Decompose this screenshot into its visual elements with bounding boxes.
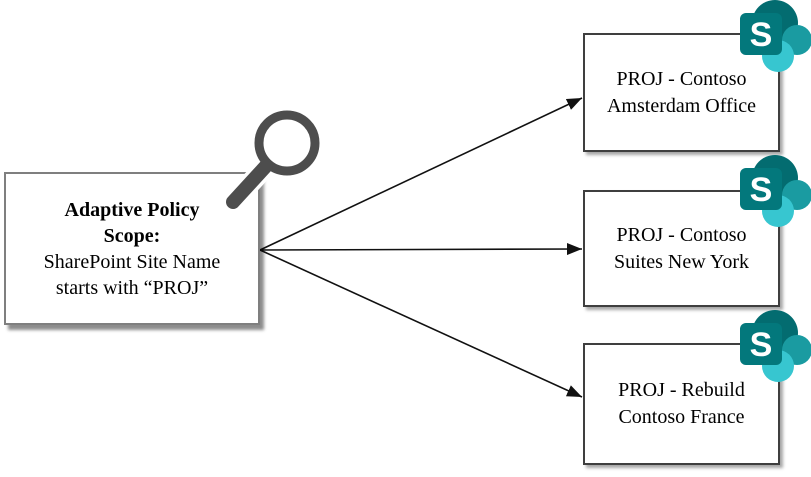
magnifier-icon xyxy=(222,107,323,213)
sharepoint-icon: S xyxy=(740,0,811,72)
adaptive-policy-scope-box: Adaptive Policy Scope: SharePoint Site N… xyxy=(4,172,260,325)
site-label-line: Contoso France xyxy=(618,406,745,428)
sharepoint-icon: S xyxy=(740,310,811,382)
site-label-line: Suites New York xyxy=(613,250,750,273)
site-label-line: PROJ - Contoso xyxy=(616,67,747,90)
scope-body-line: starts with “PROJ” xyxy=(55,276,209,299)
arrow-to-site-amsterdam xyxy=(259,97,583,251)
sharepoint-letter: S xyxy=(750,16,773,54)
scope-title-line: Adaptive Policy xyxy=(64,198,200,221)
site-label-line: Amsterdam Office xyxy=(606,94,757,117)
site-label-line: PROJ - Contoso xyxy=(616,223,747,246)
sharepoint-icon: S xyxy=(740,155,811,227)
site-box-amsterdam: PROJ - Contoso Amsterdam Office xyxy=(583,33,780,152)
arrow-to-site-newyork xyxy=(259,243,583,256)
sharepoint-letter: S xyxy=(750,171,773,209)
arrow-to-site-france xyxy=(259,249,583,398)
scope-title-line: Scope: xyxy=(103,224,161,247)
sharepoint-letter: S xyxy=(750,326,773,364)
scope-body-line: SharePoint Site Name xyxy=(43,250,221,273)
site-label-line: PROJ - Rebuild xyxy=(618,379,745,401)
